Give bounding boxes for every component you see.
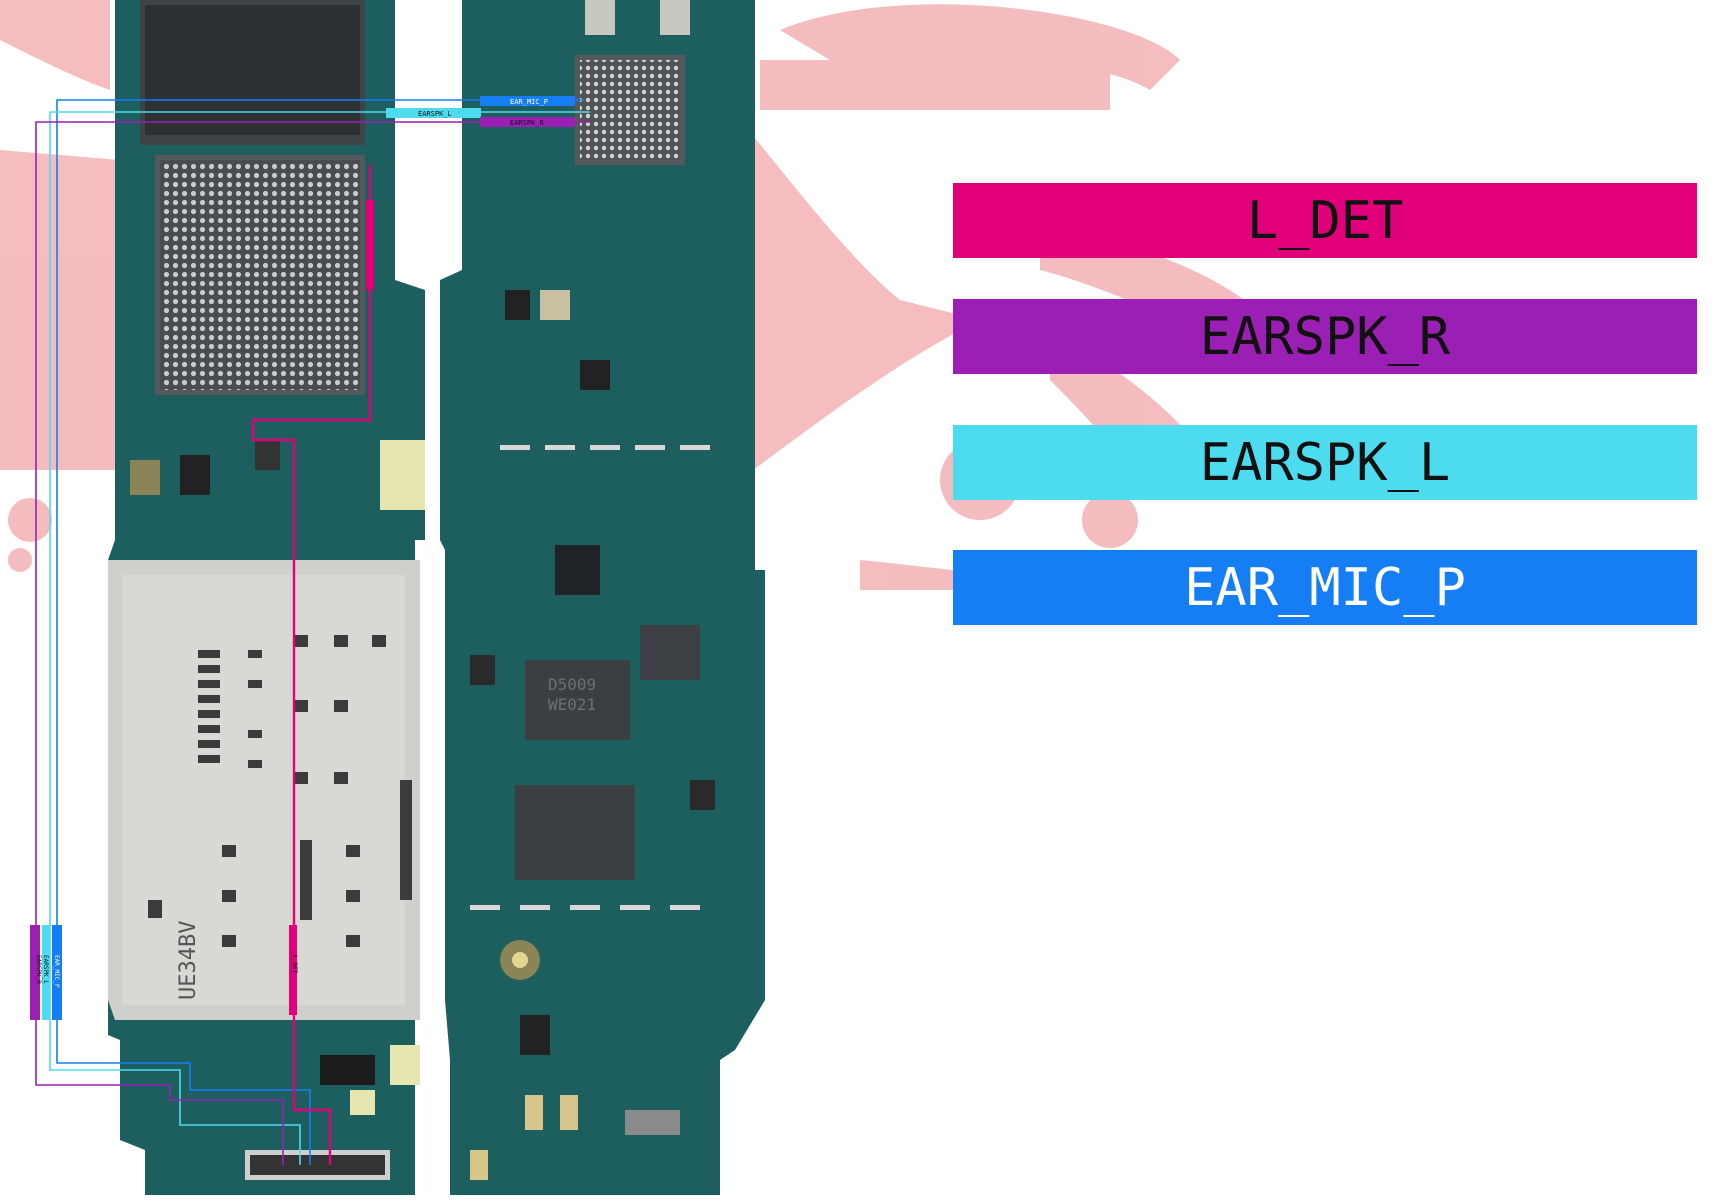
left-board: UE34BV — [108, 0, 425, 1195]
legend-item-earspk-r: EARSPK_R — [953, 299, 1697, 374]
l-det-highlight-bottom — [289, 925, 297, 1015]
pmic-marking-2: WE021 — [548, 695, 596, 714]
side-tag-ear-mic-p-box — [52, 925, 62, 1020]
tag-ear-mic-p-box — [480, 96, 575, 106]
legend-item-ear-mic-p: EAR_MIC_P — [953, 550, 1697, 625]
legend-item-earspk-l: EARSPK_L — [953, 425, 1697, 500]
legend-label-earspk-l: EARSPK_L — [1199, 432, 1451, 493]
tag-earspk-l: EARSPK_L — [418, 110, 452, 118]
tag-earspk-l-box — [386, 108, 481, 118]
side-tag-earspk-l: EARSPK_L — [42, 955, 49, 984]
side-tag-l-det: L_DET — [291, 955, 298, 973]
legend-label-ear-mic-p: EAR_MIC_P — [1184, 557, 1466, 618]
tag-earspk-r: EARSPK_R — [510, 119, 545, 127]
tag-earspk-r-box — [480, 117, 575, 127]
side-tag-ear-mic-p: EAR_MIC_P — [53, 955, 60, 988]
side-tag-earspk-r: EARSPK_R — [35, 955, 42, 984]
legend-item-l-det: L_DET — [953, 183, 1697, 258]
codec-chip — [515, 785, 635, 880]
right-board: D5009 WE021 — [440, 0, 765, 1195]
side-tag-earspk-r-box — [30, 925, 40, 1020]
legend-label-earspk-r: EARSPK_R — [1199, 306, 1451, 367]
pmic-chip — [525, 660, 630, 740]
side-tag-earspk-l-box — [42, 925, 50, 1020]
trace-earspk-l — [49, 111, 590, 1165]
tray-marking: UE34BV — [176, 921, 201, 1000]
l-det-highlight-top — [366, 200, 374, 290]
trace-earspk-r — [35, 121, 590, 1165]
pmic-marking-1: D5009 — [548, 675, 596, 694]
legend-label-l-det: L_DET — [1246, 190, 1404, 251]
trace-l-det — [251, 165, 372, 1165]
tag-ear-mic-p: EAR_MIC_P — [510, 98, 548, 106]
